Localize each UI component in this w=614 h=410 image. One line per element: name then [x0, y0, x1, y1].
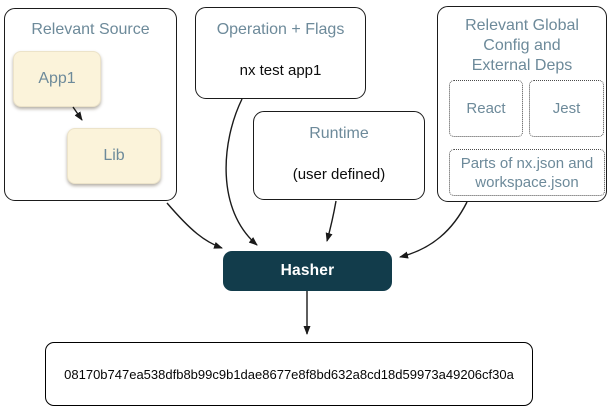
hash-output-node: 08170b747ea538dfb8b99c9b1dae8677e8f8bd63…: [45, 342, 533, 406]
global-config-title-line1: Relevant Global: [465, 17, 579, 34]
global-config-title: Relevant Global Config and External Deps: [438, 16, 606, 76]
global-config-title-line3: External Deps: [471, 57, 573, 74]
dep-react: React: [449, 80, 523, 137]
arrow-runtime-to-hasher: [325, 200, 337, 242]
dep-config-files-line1: Parts of nx.json and: [460, 154, 594, 172]
relevant-source-group: Relevant Source App1 Lib: [4, 8, 177, 201]
dep-config-files-label: Parts of nx.json and workspace.json: [461, 154, 594, 192]
dep-config-files-line2: workspace.json: [475, 173, 579, 191]
runtime-group: Runtime (user defined): [253, 111, 425, 200]
global-config-title-line2: Config and: [483, 37, 561, 54]
global-config-group: Relevant Global Config and External Deps…: [437, 6, 607, 202]
node-app1: App1: [13, 51, 101, 107]
runtime-title: Runtime: [309, 125, 369, 142]
dep-jest: Jest: [529, 80, 604, 137]
hash-output-value: 08170b747ea538dfb8b99c9b1dae8677e8f8bd63…: [64, 366, 514, 382]
operation-flags-command: nx test app1: [239, 62, 322, 79]
arrow-source-to-hasher: [166, 202, 223, 249]
node-app1-label: App1: [38, 70, 76, 87]
operation-flags-group: Operation + Flags nx test app1: [195, 7, 366, 99]
node-lib-label: Lib: [103, 147, 125, 164]
relevant-source-title: Relevant Source: [31, 21, 150, 38]
dep-react-label: React: [466, 100, 506, 117]
dep-jest-label: Jest: [552, 100, 581, 117]
operation-flags-title: Operation + Flags: [216, 21, 345, 38]
arrow-config-to-hasher: [399, 201, 468, 259]
node-lib: Lib: [67, 128, 161, 184]
hasher-node: Hasher: [223, 251, 392, 291]
hasher-label: Hasher: [280, 262, 335, 279]
runtime-value: (user defined): [292, 166, 386, 183]
dep-config-files: Parts of nx.json and workspace.json: [449, 149, 605, 196]
